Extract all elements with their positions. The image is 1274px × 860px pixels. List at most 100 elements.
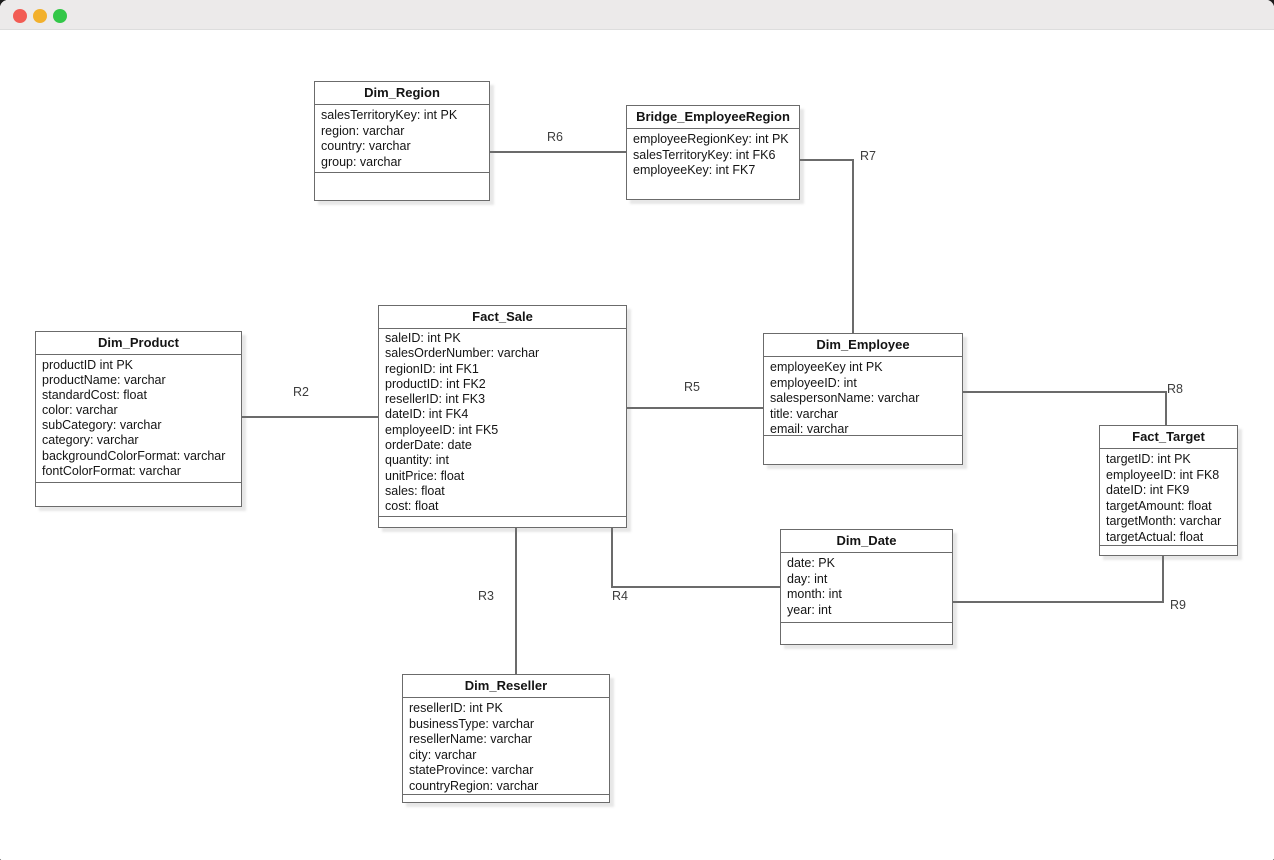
entity-field: salesTerritoryKey: int PK xyxy=(321,108,458,122)
entity-field: employeeID: int xyxy=(770,375,857,390)
entity-dim-region[interactable]: Dim_Region salesTerritoryKey: int PK reg… xyxy=(314,81,490,201)
connector-r8-vertical[interactable] xyxy=(1165,391,1167,425)
entity-field: employeeID: int FK5 xyxy=(385,422,499,437)
connector-r9-horizontal[interactable] xyxy=(953,601,1164,603)
connector-r4-horizontal[interactable] xyxy=(611,586,782,588)
entity-field: targetAmount: float xyxy=(1106,498,1212,513)
window-titlebar[interactable] xyxy=(0,0,1274,30)
entity-field: standardCost: float xyxy=(42,388,147,403)
connector-r5[interactable] xyxy=(627,407,763,409)
entity-title: Dim_Region xyxy=(315,82,489,105)
connector-r9-vertical[interactable] xyxy=(1162,556,1164,603)
entity-field: sales: float xyxy=(385,483,445,498)
entity-fields: employeeRegionKey: int PK salesTerritory… xyxy=(627,129,799,199)
connector-r4-vertical[interactable] xyxy=(611,528,613,588)
entity-field: subCategory: varchar xyxy=(42,418,162,433)
entity-fields: employeeKey int PK employeeID: int sales… xyxy=(764,357,962,435)
window-maximize-button[interactable] xyxy=(53,9,67,23)
entity-field: salesOrderNumber: varchar xyxy=(385,346,540,361)
entity-field: salesTerritoryKey: int FK6 xyxy=(633,147,776,162)
entity-field: resellerID: int PK xyxy=(409,701,503,715)
window-minimize-button[interactable] xyxy=(33,9,47,23)
entity-field: dateID: int FK4 xyxy=(385,407,469,422)
entity-field: employeeRegionKey: int PK xyxy=(633,132,789,146)
entity-field: targetMonth: varchar xyxy=(1106,514,1222,528)
entity-fact-target[interactable]: Fact_Target targetID: int PK employeeID:… xyxy=(1099,425,1238,556)
entity-title: Dim_Reseller xyxy=(403,675,609,698)
connector-r8-horizontal[interactable] xyxy=(963,391,1167,393)
relation-label-r2: R2 xyxy=(293,385,309,399)
entity-title: Dim_Employee xyxy=(764,334,962,357)
entity-field: productID: int FK2 xyxy=(385,376,486,391)
entity-field: month: int xyxy=(787,587,842,601)
entity-fields: date: PK day: int month: int year: int xyxy=(781,553,952,622)
entity-field: email: varchar xyxy=(770,422,849,435)
entity-field: orderDate: date xyxy=(385,438,472,453)
entity-fields: targetID: int PK employeeID: int FK8 dat… xyxy=(1100,449,1237,545)
entity-fields: saleID: int PK salesOrderNumber: varchar… xyxy=(379,329,626,516)
relation-label-r7: R7 xyxy=(860,149,876,163)
entity-empty-compartment xyxy=(1100,545,1237,555)
entity-empty-compartment xyxy=(403,794,609,802)
entity-field: day: int xyxy=(787,571,828,586)
entity-fact-sale[interactable]: Fact_Sale saleID: int PK salesOrderNumbe… xyxy=(378,305,627,528)
entity-empty-compartment xyxy=(315,172,489,200)
relation-label-r8: R8 xyxy=(1167,382,1183,396)
entity-field: cost: float xyxy=(385,499,439,514)
entity-field: country: varchar xyxy=(321,139,411,153)
entity-empty-compartment xyxy=(781,622,952,644)
entity-field: productName: varchar xyxy=(42,373,166,388)
entity-empty-compartment xyxy=(764,435,962,464)
entity-field: quantity: int xyxy=(385,453,449,468)
entity-field: stateProvince: varchar xyxy=(409,763,534,777)
entity-fields: salesTerritoryKey: int PK region: varcha… xyxy=(315,105,489,172)
entity-field: countryRegion: varchar xyxy=(409,778,539,793)
entity-field: regionID: int FK1 xyxy=(385,361,479,376)
entity-field: city: varchar xyxy=(409,747,477,762)
relation-label-r6: R6 xyxy=(547,130,563,144)
entity-dim-date[interactable]: Dim_Date date: PK day: int month: int ye… xyxy=(780,529,953,645)
entity-field: targetID: int PK xyxy=(1106,452,1191,466)
entity-field: region: varchar xyxy=(321,123,405,138)
window-close-button[interactable] xyxy=(13,9,27,23)
entity-title: Dim_Product xyxy=(36,332,241,355)
connector-r6[interactable] xyxy=(490,151,626,153)
entity-field: saleID: int PK xyxy=(385,331,461,345)
entity-field: salespersonName: varchar xyxy=(770,391,920,405)
entity-dim-employee[interactable]: Dim_Employee employeeKey int PK employee… xyxy=(763,333,963,465)
entity-field: category: varchar xyxy=(42,433,139,448)
entity-field: date: PK xyxy=(787,556,835,570)
entity-field: backgroundColorFormat: varchar xyxy=(42,448,226,463)
entity-field: unitPrice: float xyxy=(385,468,465,483)
entity-bridge-employeeregion[interactable]: Bridge_EmployeeRegion employeeRegionKey:… xyxy=(626,105,800,200)
entity-field: group: varchar xyxy=(321,154,402,169)
entity-field: employeeKey int PK xyxy=(770,360,883,374)
entity-title: Fact_Target xyxy=(1100,426,1237,449)
entity-field: businessType: varchar xyxy=(409,716,535,731)
entity-fields: productID int PK productName: varchar st… xyxy=(36,355,241,482)
entity-field: productID int PK xyxy=(42,358,134,372)
entity-field: dateID: int FK9 xyxy=(1106,483,1190,497)
relation-label-r9: R9 xyxy=(1170,598,1186,612)
connector-r7-horizontal[interactable] xyxy=(799,159,854,161)
connector-r2[interactable] xyxy=(242,416,378,418)
entity-field: resellerName: varchar xyxy=(409,732,532,746)
connector-r7-vertical[interactable] xyxy=(852,159,854,333)
entity-title: Fact_Sale xyxy=(379,306,626,329)
entity-dim-product[interactable]: Dim_Product productID int PK productName… xyxy=(35,331,242,507)
entity-field: title: varchar xyxy=(770,406,839,421)
entity-empty-compartment xyxy=(36,482,241,506)
entity-field: employeeID: int FK8 xyxy=(1106,467,1220,482)
connector-r3[interactable] xyxy=(515,528,517,674)
entity-field: resellerID: int FK3 xyxy=(385,392,486,407)
entity-title: Bridge_EmployeeRegion xyxy=(627,106,799,129)
entity-fields: resellerID: int PK businessType: varchar… xyxy=(403,698,609,794)
entity-dim-reseller[interactable]: Dim_Reseller resellerID: int PK business… xyxy=(402,674,610,803)
entity-empty-compartment xyxy=(379,516,626,527)
entity-title: Dim_Date xyxy=(781,530,952,553)
relation-label-r3: R3 xyxy=(478,589,494,603)
entity-field: year: int xyxy=(787,602,832,617)
relation-label-r4: R4 xyxy=(612,589,628,603)
